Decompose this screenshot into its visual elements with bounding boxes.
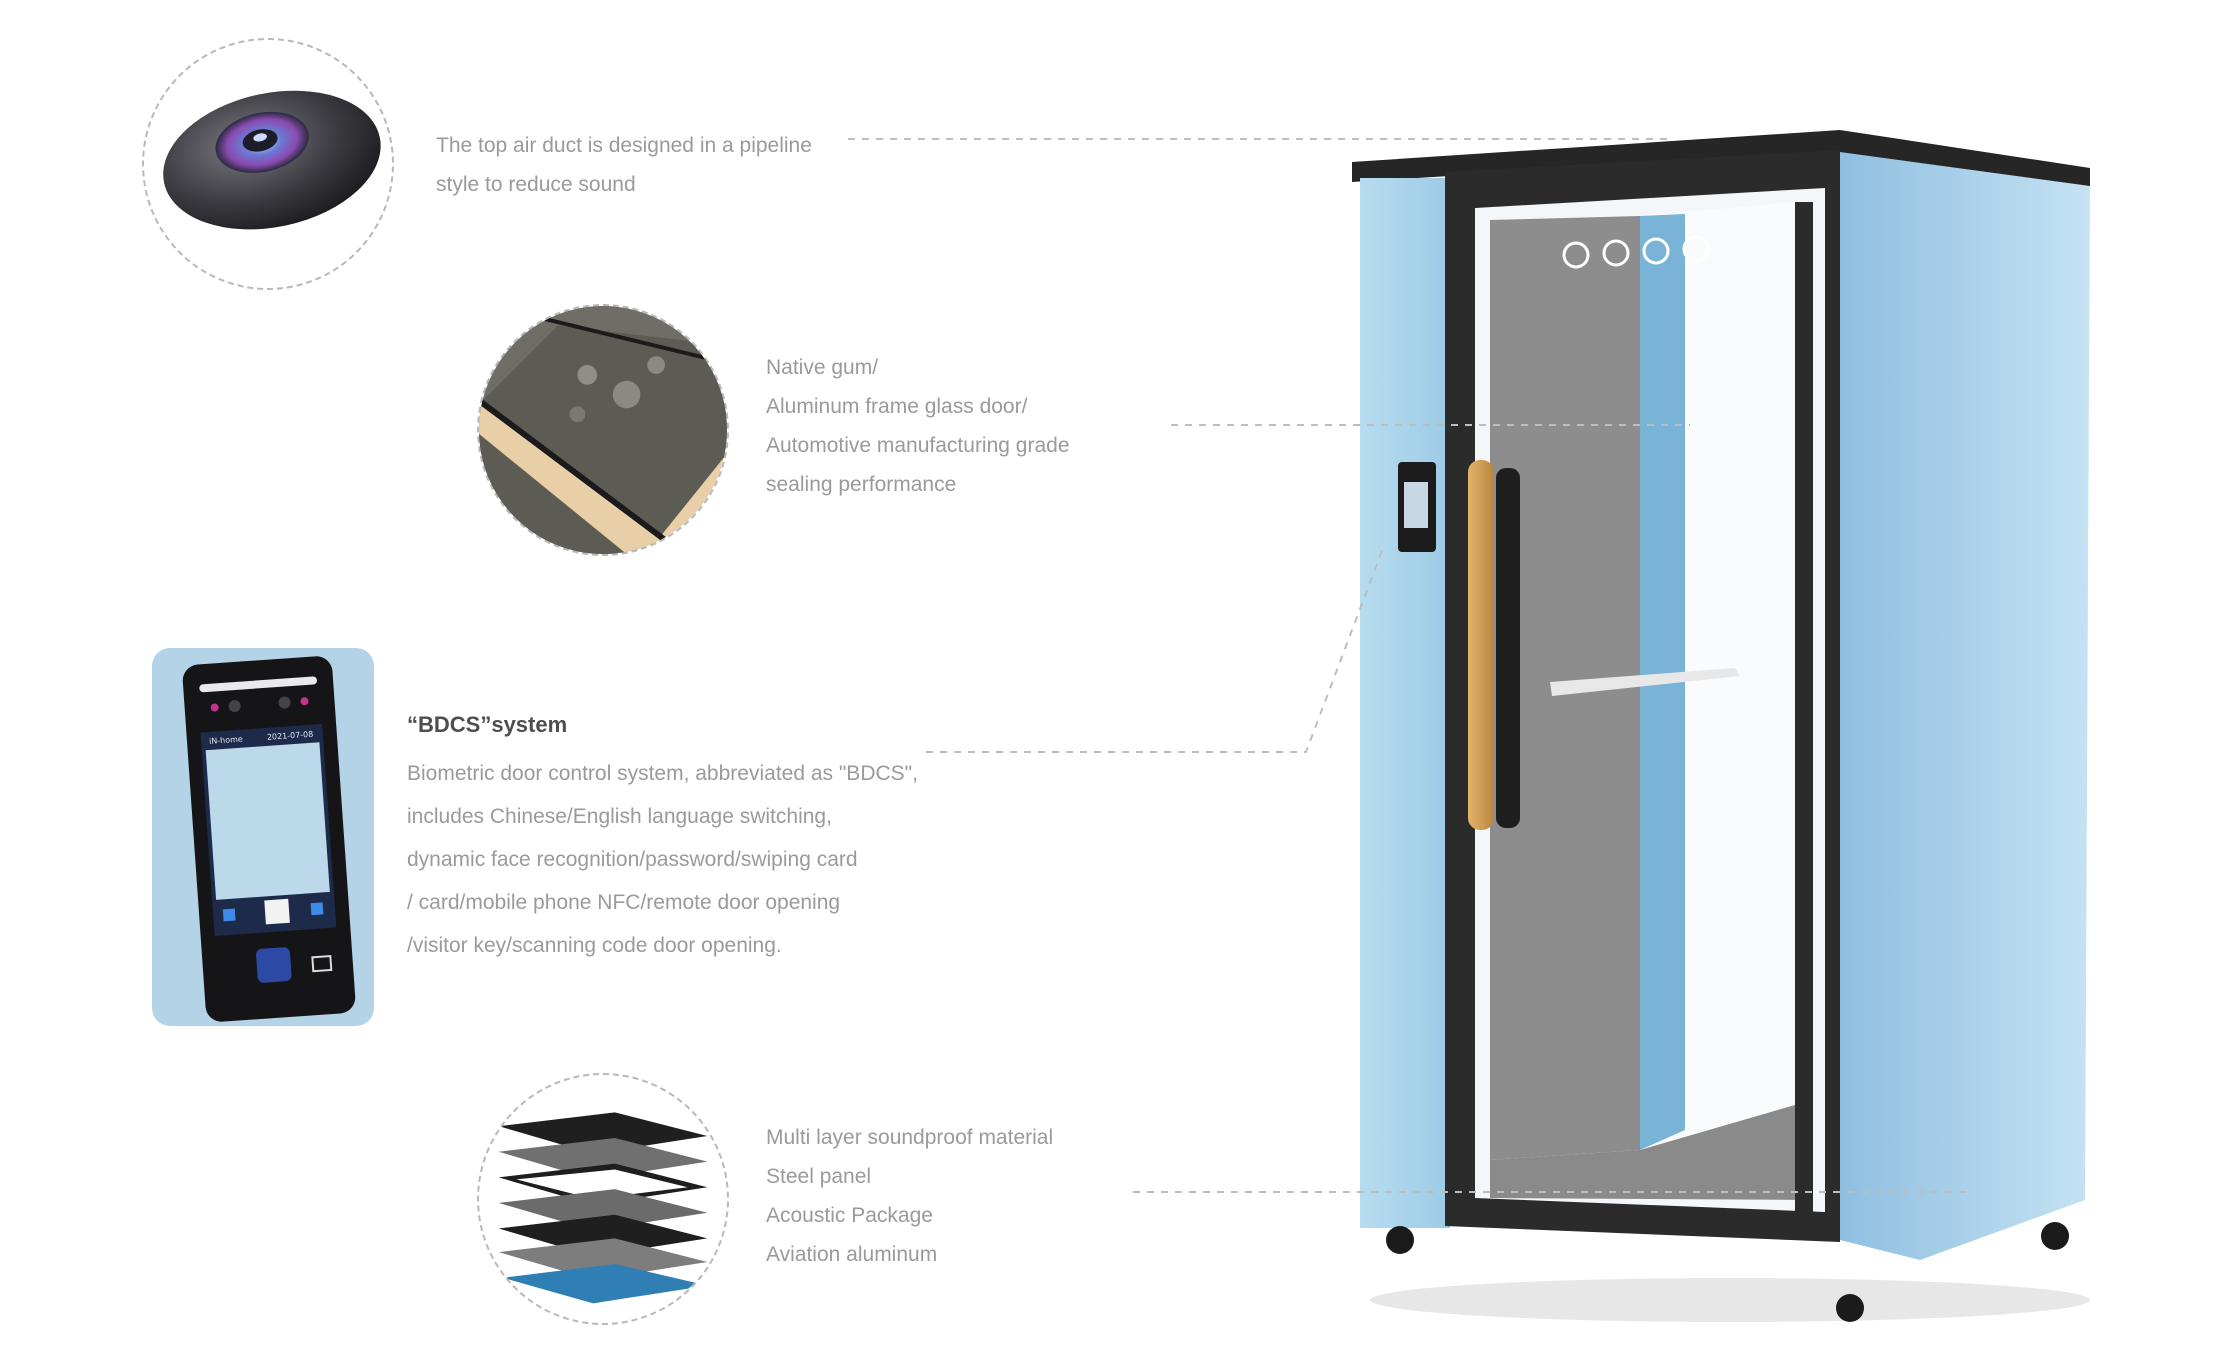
soundproof-layers-illustration <box>498 1112 708 1304</box>
bell-icon <box>310 902 324 916</box>
lock-icon <box>222 908 236 922</box>
feature-line: Biometric door control system, abbreviat… <box>407 762 918 785</box>
feature-line: includes Chinese/English language switch… <box>407 805 832 828</box>
bdcs-device-illustration: iN-home 2021-07-08 <box>182 656 356 1022</box>
feature-line: Steel panel <box>766 1165 872 1188</box>
feature-line: / card/mobile phone NFC/remote door open… <box>407 891 841 914</box>
feature-line: dynamic face recognition/password/swipin… <box>407 848 858 871</box>
qr-code-icon <box>264 898 290 925</box>
device-header-left: iN-home <box>209 735 243 746</box>
bdcs-description: Biometric door control system, abbreviat… <box>407 752 918 967</box>
glass-door-description: Native gum/ Aluminum frame glass door/ A… <box>766 348 1070 504</box>
phone-booth-illustration <box>1352 130 2090 1322</box>
air-duct-illustration <box>163 90 381 230</box>
glass-door-illustration <box>479 306 727 554</box>
feature-line: style to reduce sound <box>436 173 636 196</box>
soundproof-layers-image <box>477 1073 729 1325</box>
bdcs-device-image: iN-home 2021-07-08 <box>152 648 374 1026</box>
feature-line: Aviation aluminum <box>766 1243 938 1266</box>
feature-line: /visitor key/scanning code door opening. <box>407 934 782 957</box>
air-duct-image <box>142 38 394 290</box>
feature-line: Multi layer soundproof material <box>766 1126 1054 1149</box>
nfc-card-icon <box>311 954 333 973</box>
feature-line: Automotive manufacturing grade <box>766 434 1070 457</box>
fingerprint-icon <box>256 947 292 983</box>
feature-line: Native gum/ <box>766 356 879 379</box>
bdcs-leader-line <box>926 547 1384 753</box>
feature-line: sealing performance <box>766 473 957 496</box>
bdcs-title: “BDCS”system <box>407 712 568 737</box>
ventilation-fan-icon <box>1602 239 1630 267</box>
phone-booth-product <box>1340 120 2110 1330</box>
sound-insulation-icon <box>1562 241 1590 269</box>
device-header-right: 2021-07-08 <box>267 730 314 742</box>
glass-door-image <box>477 304 729 556</box>
illuminate-icon <box>1642 237 1670 265</box>
air-duct-description: The top air duct is designed in a pipeli… <box>436 126 812 204</box>
feature-line: Aluminum frame glass door/ <box>766 395 1028 418</box>
fresh-air-icon <box>1682 235 1710 263</box>
feature-line: Acoustic Package <box>766 1204 933 1227</box>
feature-line: The top air duct is designed in a pipeli… <box>436 134 812 157</box>
soundproof-description: Multi layer soundproof material Steel pa… <box>766 1118 1053 1274</box>
